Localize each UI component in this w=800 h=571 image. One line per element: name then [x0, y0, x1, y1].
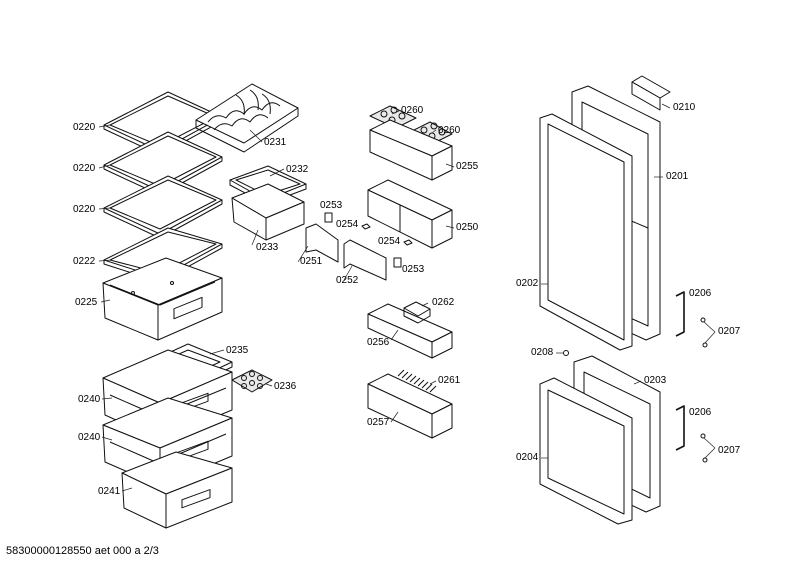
label-0235: 0235 [226, 345, 249, 356]
label-0201: 0201 [666, 171, 689, 182]
label-0207-b: 0207 [718, 445, 741, 456]
clip-0254 [361, 223, 413, 246]
label-0203: 0203 [644, 375, 667, 386]
label-0252: 0252 [336, 275, 359, 286]
label-0241: 0241 [98, 486, 121, 497]
door-gasket-0204 [539, 377, 633, 525]
document-footer-code: 58300000128550 aet 000 a 2/3 [6, 545, 159, 557]
clip-0253-b [393, 257, 402, 268]
label-0231: 0231 [264, 137, 287, 148]
label-0261: 0261 [438, 375, 461, 386]
label-0208: 0208 [531, 347, 554, 358]
label-0210: 0210 [673, 102, 696, 113]
door-gasket-0202 [539, 113, 633, 351]
divider-0252 [343, 239, 387, 281]
holder-0262 [403, 301, 431, 324]
door-shelf-0257 [367, 373, 453, 439]
label-0240-bottom: 0240 [78, 432, 101, 443]
label-0232: 0232 [286, 164, 309, 175]
label-0202: 0202 [516, 278, 539, 289]
label-0253-b: 0253 [402, 264, 425, 275]
label-0253-a: 0253 [320, 200, 343, 211]
hinge-0206-b [675, 405, 685, 451]
screw-0207-b [700, 433, 716, 463]
label-0220-top: 0220 [73, 122, 96, 133]
label-0250: 0250 [456, 222, 479, 233]
handle-0210 [631, 75, 671, 111]
label-0222: 0222 [73, 256, 96, 267]
label-0260-b: 0260 [438, 125, 461, 136]
label-0220-mid: 0220 [73, 163, 96, 174]
label-0260-a: 0260 [401, 105, 424, 116]
label-0225: 0225 [75, 297, 98, 308]
door-shelf-0250 [367, 179, 453, 249]
label-0257: 0257 [367, 417, 390, 428]
screw-0207-a [700, 317, 716, 348]
egg-tray-0236 [231, 369, 273, 393]
door-shelf-0255 [369, 119, 453, 181]
pin-0208 [563, 350, 569, 356]
door-shelf-0256 [367, 303, 453, 359]
label-0220-low: 0220 [73, 204, 96, 215]
label-0206-a: 0206 [689, 288, 712, 299]
label-0207-a: 0207 [718, 326, 741, 337]
label-0204: 0204 [516, 452, 539, 463]
label-0254-a: 0254 [336, 219, 359, 230]
label-0254-b: 0254 [378, 236, 401, 247]
label-0236: 0236 [274, 381, 297, 392]
label-0206-b: 0206 [689, 407, 712, 418]
bottle-rack-0261 [397, 369, 437, 393]
glass-shelf-0220-low [103, 175, 223, 239]
freezer-drawer-0241 [121, 451, 233, 529]
label-0233: 0233 [256, 242, 279, 253]
drawer-box-0225 [102, 257, 223, 341]
label-0255: 0255 [456, 161, 479, 172]
box-0233 [231, 183, 305, 241]
label-0256: 0256 [367, 337, 390, 348]
clip-0253-a [324, 212, 333, 223]
label-0240-top: 0240 [78, 394, 101, 405]
hinge-0206-a [675, 291, 685, 337]
divider-0251 [305, 223, 339, 263]
label-0262: 0262 [432, 297, 455, 308]
label-0251: 0251 [300, 256, 323, 267]
egg-tray-0231 [195, 83, 299, 153]
glass-shelf-0220-mid [103, 131, 223, 196]
leader-lines [98, 103, 671, 492]
